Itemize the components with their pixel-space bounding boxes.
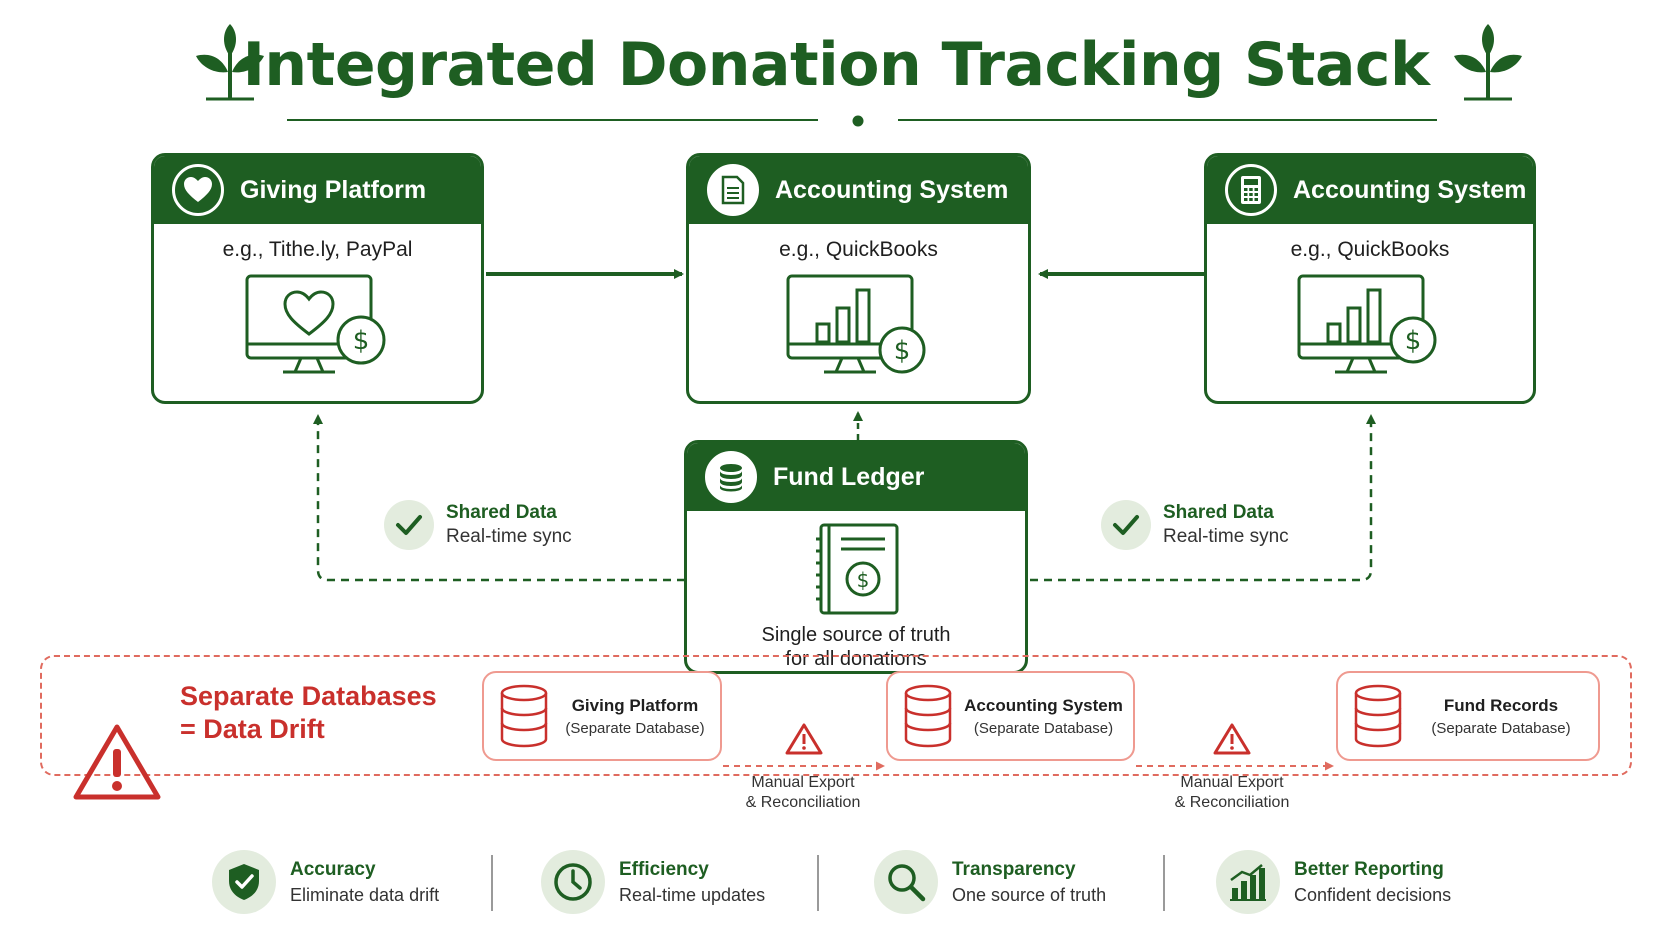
check-icon — [1101, 500, 1151, 550]
benefit-divider — [1163, 855, 1165, 911]
benefit-sub: Eliminate data drift — [290, 884, 440, 905]
box-title: Giving Platform — [240, 175, 427, 204]
accounting-center-header: Accounting System — [689, 156, 1028, 224]
manual-export-1: Manual Export & Reconciliation — [723, 773, 883, 813]
ledger-book-icon: $ — [816, 523, 899, 615]
monitor-heart-dollar-icon: $ — [245, 274, 385, 374]
giving-platform-header: Giving Platform — [154, 156, 481, 224]
bar-chart-icon — [1216, 850, 1280, 914]
db-sub: (Separate Database) — [1431, 719, 1571, 737]
data-drift-title: Separate Databases = Data Drift — [180, 680, 437, 746]
accounting-system-center-box: Accounting System e.g., QuickBooks $ — [686, 153, 1031, 404]
note-subtitle: Real-time sync — [1163, 526, 1289, 547]
giving-platform-box: Giving Platform e.g., Tithe.ly, PayPal $ — [151, 153, 484, 404]
db-sub: (Separate Database) — [565, 719, 705, 737]
box-title: Accounting System — [1293, 175, 1527, 204]
heart-icon — [172, 164, 224, 216]
shared-data-note-left: Shared Data Real-time sync — [384, 500, 572, 550]
monitor-chart-dollar-icon: $ — [786, 274, 925, 374]
box-subtitle: e.g., QuickBooks — [1290, 238, 1450, 261]
shared-data-note-right: Shared Data Real-time sync — [1101, 500, 1289, 550]
data-drift-panel — [40, 655, 1632, 776]
benefit-sub: Confident decisions — [1294, 884, 1452, 905]
box-subtitle: e.g., Tithe.ly, PayPal — [222, 238, 413, 261]
svg-text:$: $ — [857, 568, 870, 592]
benefit-title: Transparency — [952, 858, 1076, 880]
manual-line-2: & Reconciliation — [745, 794, 861, 811]
shield-check-icon — [212, 850, 276, 914]
document-icon — [707, 164, 759, 216]
benefit-title: Accuracy — [290, 858, 376, 880]
check-icon — [384, 500, 434, 550]
database-outline-icon — [904, 684, 952, 748]
box-title: Accounting System — [775, 175, 1009, 204]
note-subtitle: Real-time sync — [446, 526, 572, 547]
database-icon — [705, 451, 757, 503]
dashed-ledger-to-accounting-right — [1030, 414, 1376, 582]
db-name: Accounting System — [964, 695, 1123, 715]
manual-line-1: Manual Export — [751, 774, 855, 791]
database-outline-icon — [1354, 684, 1402, 748]
benefit-reporting: Better Reporting Confident decisions — [1216, 850, 1451, 914]
benefit-divider — [491, 855, 493, 911]
box-subtitle: e.g., QuickBooks — [779, 238, 938, 261]
fund-ledger-box: Fund Ledger $ Single source of truth for… — [684, 440, 1028, 674]
benefit-sub: One source of truth — [952, 884, 1107, 905]
db-card-giving: Giving Platform (Separate Database) — [482, 671, 722, 761]
box-title: Fund Ledger — [773, 462, 925, 491]
benefit-accuracy: Accuracy Eliminate data drift — [212, 850, 439, 914]
benefit-efficiency: Efficiency Real-time updates — [541, 850, 765, 914]
warning-small-icon — [785, 723, 823, 755]
benefit-title: Efficiency — [619, 858, 709, 880]
magnifier-icon — [874, 850, 938, 914]
fund-ledger-header: Fund Ledger — [687, 443, 1025, 511]
note-title: Shared Data — [446, 502, 557, 523]
svg-text:$: $ — [1405, 326, 1422, 356]
warning-small-icon — [1213, 723, 1251, 755]
note-title: Shared Data — [1163, 502, 1274, 523]
db-name: Giving Platform — [571, 695, 699, 715]
ledger-line-1: Single source of truth — [761, 624, 951, 646]
db-name: Fund Records — [1443, 695, 1559, 715]
accounting-right-header: Accounting System — [1207, 156, 1533, 224]
page-title: Integrated Donation Tracking Stack — [242, 30, 1430, 100]
svg-text:$: $ — [893, 336, 910, 366]
db-card-fund-records: Fund Records (Separate Database) — [1336, 671, 1600, 761]
clock-icon — [541, 850, 605, 914]
title-rule-dot — [852, 115, 864, 127]
svg-text:$: $ — [352, 326, 369, 356]
sprout-right-icon — [1454, 24, 1522, 101]
manual-export-2: Manual Export & Reconciliation — [1152, 773, 1312, 813]
db-card-accounting: Accounting System (Separate Database) — [886, 671, 1135, 761]
manual-line-1: Manual Export — [1180, 774, 1284, 791]
monitor-chart-dollar-icon: $ — [1297, 274, 1437, 374]
accounting-system-right-box: Accounting System e.g., QuickBooks $ — [1204, 153, 1536, 404]
drift-line-1: Separate Databases — [180, 681, 437, 711]
manual-line-2: & Reconciliation — [1174, 794, 1290, 811]
calculator-icon — [1225, 164, 1277, 216]
benefit-sub: Real-time updates — [619, 884, 766, 905]
benefit-divider — [817, 855, 819, 911]
drift-line-2: = Data Drift — [180, 714, 325, 744]
dashed-ledger-to-giving — [313, 414, 685, 582]
database-outline-icon — [500, 684, 548, 748]
ledger-line-2: for all donations — [785, 648, 927, 670]
benefit-transparency: Transparency One source of truth — [874, 850, 1106, 914]
warning-large-icon — [73, 724, 161, 800]
benefit-title: Better Reporting — [1294, 858, 1444, 880]
sprout-left-icon — [196, 24, 264, 101]
db-sub: (Separate Database) — [973, 719, 1114, 737]
